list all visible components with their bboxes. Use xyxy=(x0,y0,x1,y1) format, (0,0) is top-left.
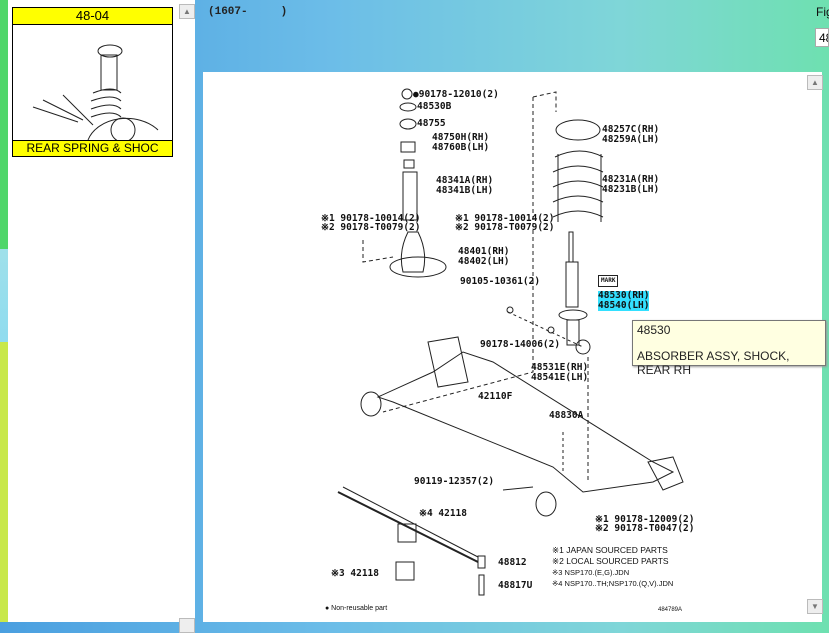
model-range: (1607- ) xyxy=(208,6,288,18)
note: ※1 JAPAN SOURCED PARTS xyxy=(552,545,668,555)
part-label-selected[interactable]: 48530(RH) xyxy=(598,290,650,301)
part-label[interactable]: 48231B(LH) xyxy=(602,184,660,195)
mark-label: MARK xyxy=(598,275,619,287)
illustration-ref-code: 484789A xyxy=(658,607,683,613)
part-label[interactable]: 48812 xyxy=(498,557,527,568)
part-label[interactable]: ※4 42118 xyxy=(419,508,467,519)
parts-diagram-drawing xyxy=(337,88,684,596)
part-label[interactable]: 42110F xyxy=(478,391,513,402)
part-label[interactable]: 48402(LH) xyxy=(458,256,510,267)
part-label[interactable]: ※1 90178-10014(2) xyxy=(321,213,421,224)
tooltip-description: ABSORBER ASSY, SHOCK, REAR RH xyxy=(637,349,790,377)
part-label[interactable]: 48830A xyxy=(549,410,584,421)
note: ※2 LOCAL SOURCED PARTS xyxy=(552,556,669,566)
scroll-up-button[interactable]: ▲ xyxy=(807,75,823,90)
part-label[interactable]: ※2 90178-T0047(2) xyxy=(595,523,695,534)
window-edge xyxy=(0,0,8,622)
part-label[interactable]: 48541E(LH) xyxy=(531,372,589,383)
part-label[interactable]: 90178-14006(2) xyxy=(480,339,561,350)
spring-shock-thumbnail-image xyxy=(32,44,159,143)
tooltip-part-number: 48530 xyxy=(637,323,671,337)
note: ※3 NSP170.(E,G).JDN xyxy=(552,568,630,577)
part-label[interactable]: 48530B xyxy=(417,101,452,112)
part-label[interactable]: ●90178-12010(2) xyxy=(413,89,499,100)
list-scroll-up-button[interactable]: ▲ xyxy=(179,4,195,19)
part-label[interactable]: 48341A(RH) xyxy=(436,175,494,186)
part-label[interactable]: 48231A(RH) xyxy=(602,174,660,185)
part-label[interactable]: 48750H(RH) xyxy=(432,132,490,143)
part-label[interactable]: ※1 90178-10014(2) xyxy=(455,213,555,224)
part-label[interactable]: 48259A(LH) xyxy=(602,134,660,145)
fig-number-input[interactable]: 48 xyxy=(815,28,829,47)
fig-label: Fig xyxy=(816,5,829,19)
thumbnail-code: 48-04 xyxy=(13,8,172,25)
part-label[interactable]: ※2 90178-T0079(2) xyxy=(455,222,555,233)
part-label[interactable]: 48755 xyxy=(417,118,446,129)
part-label[interactable]: ※2 90178-T0079(2) xyxy=(321,222,421,233)
part-label[interactable]: 48531E(RH) xyxy=(531,362,589,373)
scroll-down-button[interactable]: ▼ xyxy=(807,599,823,614)
figure-thumbnail-48-04[interactable]: 48-04 REAR SPRING & SHOC xyxy=(12,7,173,157)
part-label[interactable]: 48341B(LH) xyxy=(436,185,494,196)
note: ※4 NSP170..TH;NSP170.(Q,V).JDN xyxy=(552,579,674,588)
part-tooltip: 48530 ABSORBER ASSY, SHOCK, REAR RH xyxy=(632,320,826,377)
thumbnail-caption: REAR SPRING & SHOC xyxy=(13,140,172,156)
part-label[interactable]: ※3 42118 xyxy=(331,568,379,579)
part-label[interactable]: ※1 90178-12009(2) xyxy=(595,514,695,525)
part-label[interactable]: 48760B(LH) xyxy=(432,142,490,153)
footnote: ● Non-reusable part xyxy=(325,605,388,612)
list-scroll-down-button[interactable] xyxy=(179,618,195,633)
part-label[interactable]: 48401(RH) xyxy=(458,246,510,257)
part-label[interactable]: 48257C(RH) xyxy=(602,124,660,135)
part-label[interactable]: 90119-12357(2) xyxy=(414,476,495,487)
part-label[interactable]: 48817U xyxy=(498,580,533,591)
part-label[interactable]: 90105-10361(2) xyxy=(460,276,541,287)
part-label-selected[interactable]: 48540(LH) xyxy=(598,300,650,311)
